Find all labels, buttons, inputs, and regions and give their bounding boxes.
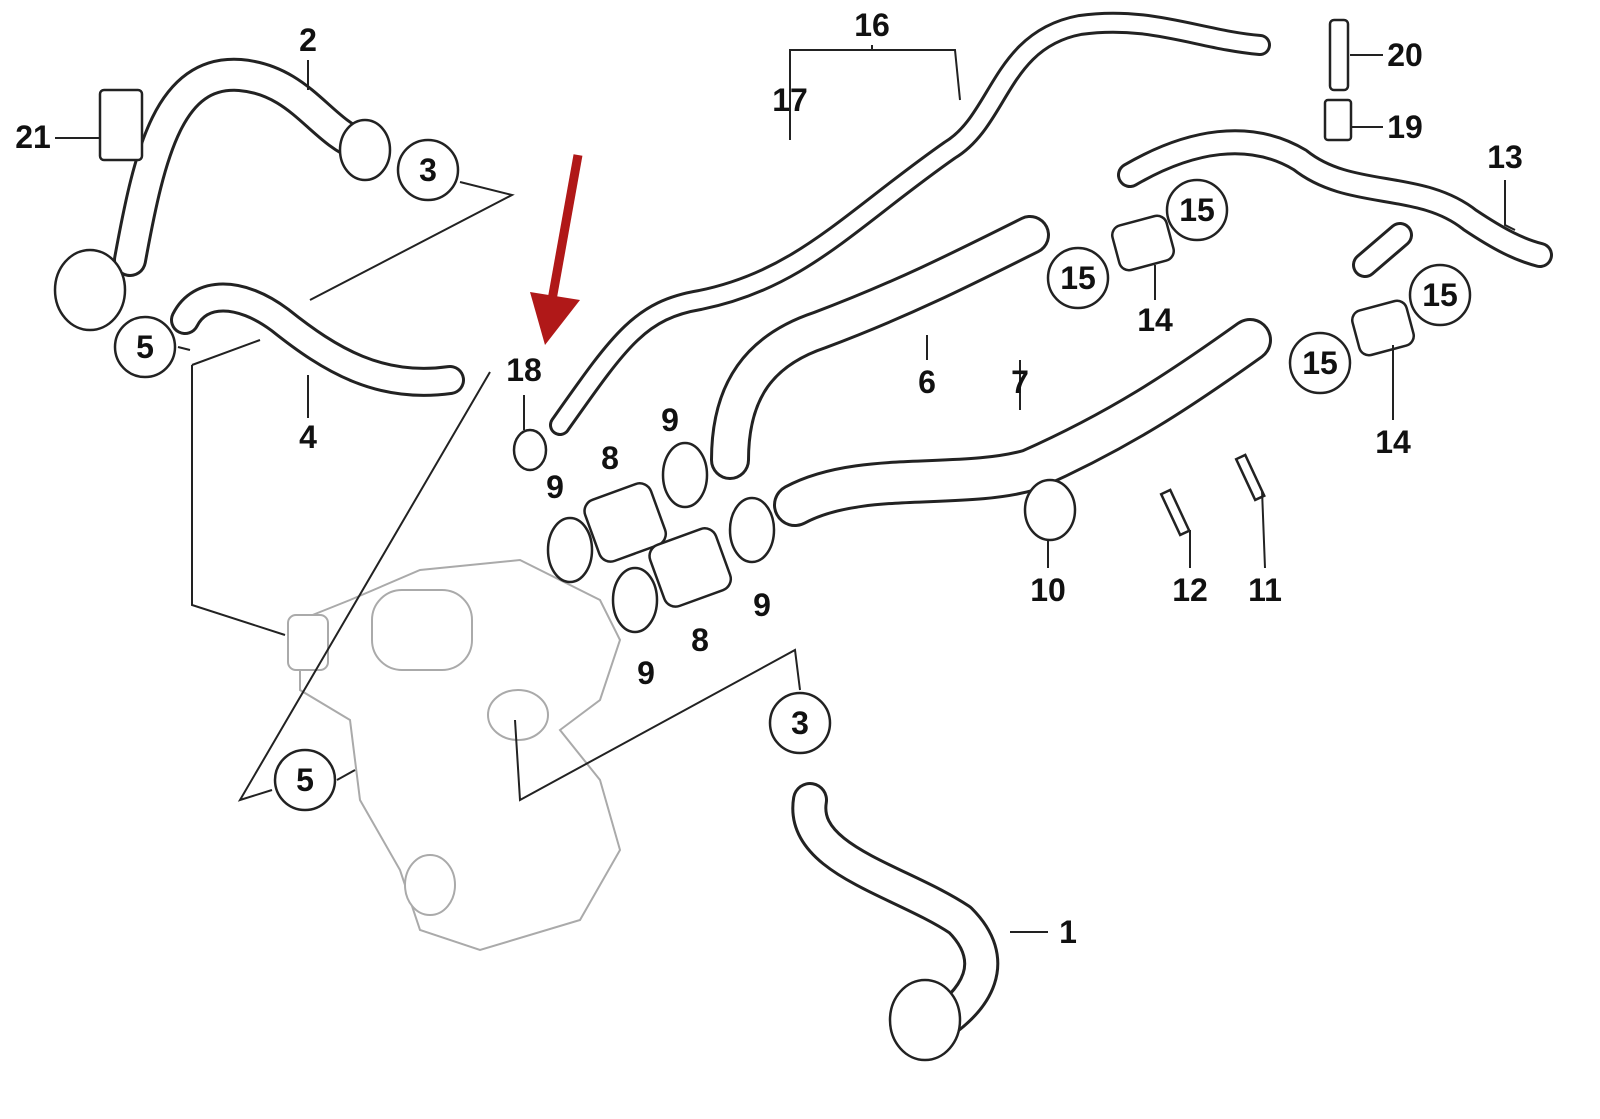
callout-2: 2	[299, 22, 317, 58]
callout-18: 18	[506, 352, 542, 388]
callout-19: 19	[1387, 109, 1423, 145]
callout-21: 21	[15, 119, 51, 155]
callout-13: 13	[1487, 139, 1523, 175]
callout-3: 3	[791, 705, 809, 741]
small-parts	[53, 18, 1416, 1062]
callout-11: 11	[1248, 572, 1282, 608]
callout-15: 15	[1179, 192, 1215, 228]
water-pump-housing	[287, 558, 622, 952]
callout-3: 3	[419, 152, 437, 188]
callout-5: 5	[296, 762, 314, 798]
callout-15: 15	[1422, 277, 1458, 313]
callout-9: 9	[753, 587, 771, 623]
callout-12: 12	[1172, 572, 1208, 608]
callout-1: 1	[1059, 914, 1077, 950]
callout-15: 15	[1060, 260, 1096, 296]
callout-circles	[113, 138, 1472, 812]
callout-15: 15	[1302, 345, 1338, 381]
leader-lines	[55, 45, 1516, 933]
callout-10: 10	[1030, 572, 1066, 608]
callout-17: 17	[772, 82, 808, 118]
callout-16: 16	[854, 7, 890, 43]
callout-5: 5	[136, 329, 154, 365]
highlight-arrow-icon	[530, 154, 583, 345]
callout-6: 6	[918, 364, 936, 400]
callout-7: 7	[1011, 364, 1029, 400]
callout-20: 20	[1387, 37, 1423, 73]
callout-8: 8	[691, 622, 709, 658]
callout-8: 8	[601, 440, 619, 476]
callout-14: 14	[1375, 424, 1411, 460]
hoses	[113, 11, 1553, 1048]
callout-9: 9	[546, 469, 564, 505]
callout-4: 4	[299, 419, 317, 455]
callout-9: 9	[637, 655, 655, 691]
callout-labels: 2 21 3 5 4 18 16 17 20 19 13 15 15 14 15…	[15, 7, 1523, 950]
callout-9: 9	[661, 402, 679, 438]
callout-14: 14	[1137, 302, 1173, 338]
